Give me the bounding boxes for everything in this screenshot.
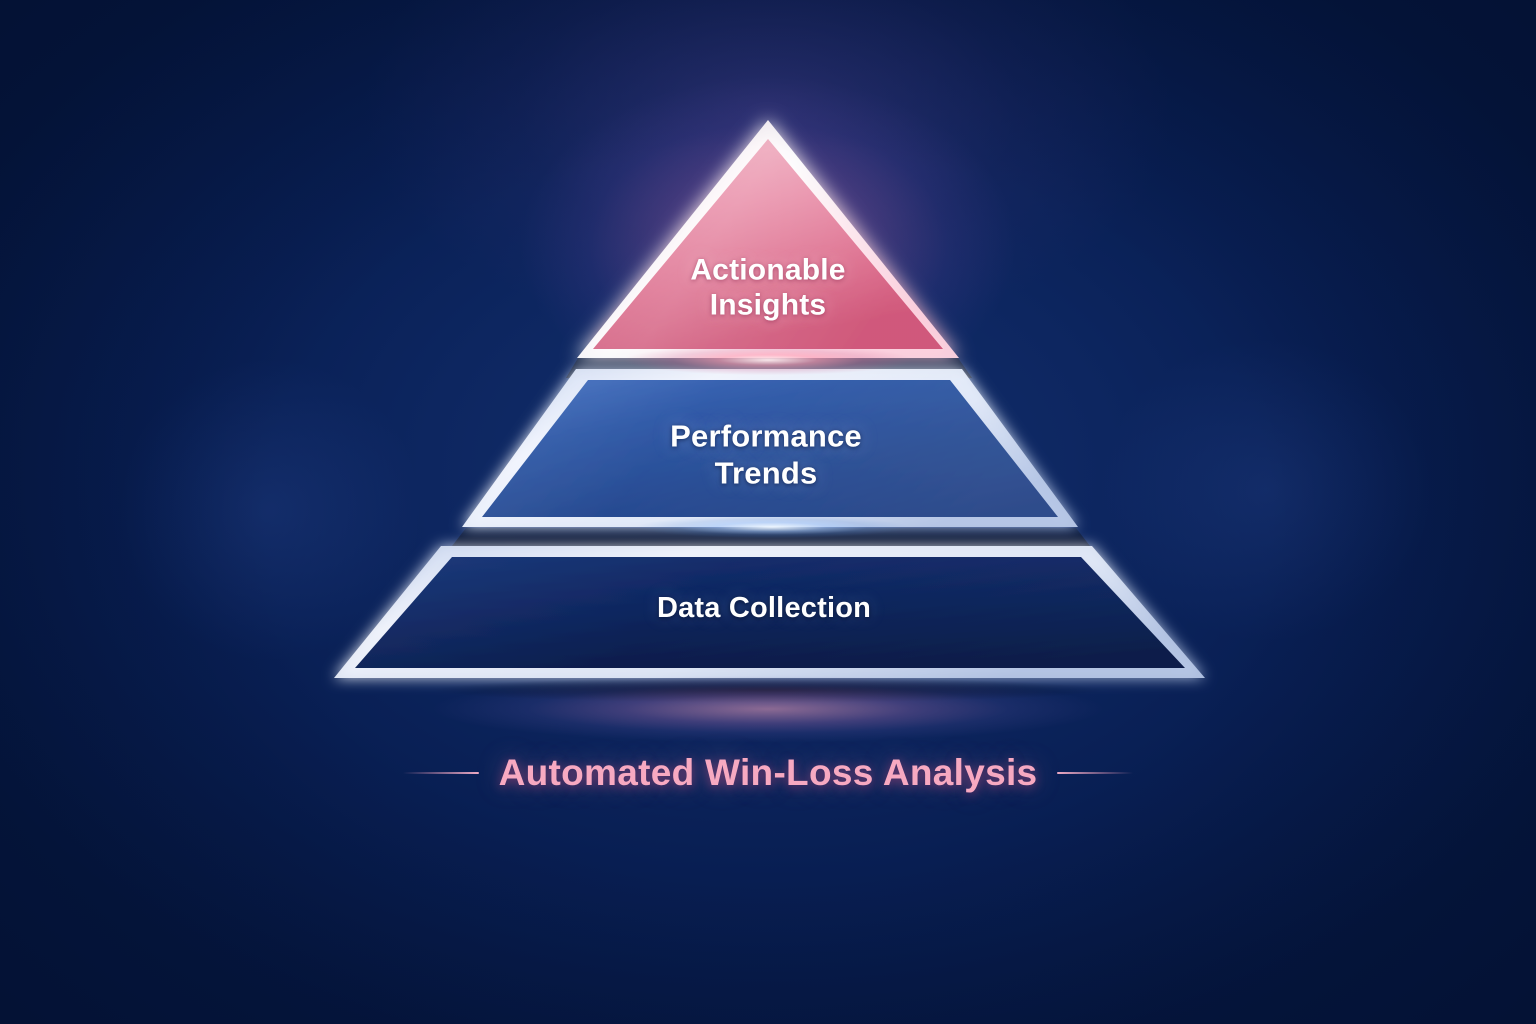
background-vignette (0, 0, 1536, 1024)
pyramid-infographic: Actionable Insights Performance Trends D… (0, 0, 1536, 1024)
